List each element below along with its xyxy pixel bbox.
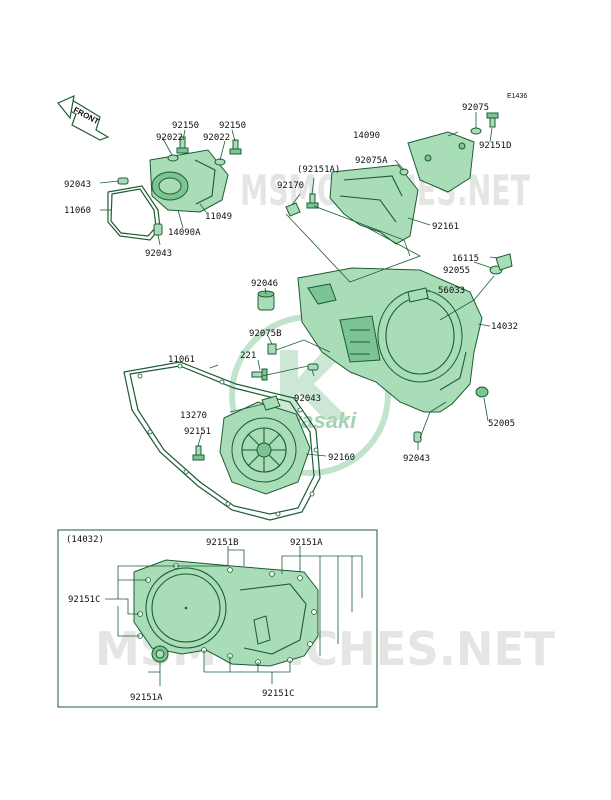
bolt-92151A-upper	[306, 193, 319, 209]
bolt-221	[251, 368, 268, 381]
label-92022-right: 92022	[203, 133, 230, 143]
bolt-92151-lower	[192, 445, 205, 461]
label-92075A: 92075A	[355, 156, 388, 166]
plug-16115	[495, 253, 513, 271]
inset-cover	[133, 559, 319, 667]
leader-lines	[99, 112, 499, 457]
label-14090A: 14090A	[168, 228, 201, 238]
label-92055: 92055	[443, 266, 470, 276]
label-92022-left: 92022	[156, 133, 183, 143]
part-labels: 92150 92150 92022 92022 92043 11060 1104…	[64, 103, 518, 464]
label-14090: 14090	[353, 131, 380, 141]
dowel-92043-d	[413, 431, 422, 443]
cover-14032	[297, 267, 483, 413]
label-11060: 11060	[64, 206, 91, 216]
label-92043-upper: 92043	[64, 180, 91, 190]
label-52005: 52005	[488, 419, 515, 429]
label-92046: 92046	[251, 279, 278, 289]
label-56033	[407, 287, 429, 303]
label-92150-right: 92150	[219, 121, 246, 131]
dowel-92043-c	[307, 363, 319, 371]
plug-13270	[261, 395, 281, 411]
label-92170: 92170	[277, 181, 304, 191]
label-92151: 92151	[184, 427, 211, 437]
label-16115: 16115	[452, 254, 479, 264]
label-92043-lower-left: 92043	[145, 249, 172, 259]
label-11049: 11049	[205, 212, 232, 222]
inset-leaders	[105, 546, 363, 686]
bolt-92150-right	[229, 139, 242, 155]
bolt-92150-left	[176, 136, 189, 154]
cover-14090	[407, 131, 475, 193]
label-92151A-paren: (92151A)	[297, 165, 340, 175]
label-92043-right: 92043	[403, 454, 430, 464]
washer-92075A	[399, 168, 409, 176]
label-92075: 92075	[462, 103, 489, 113]
diagram-code: E1436	[507, 93, 527, 100]
label-11061: 11061	[168, 355, 195, 365]
label-92151D: 92151D	[479, 141, 512, 151]
inset-label-92151C: 92151C	[68, 595, 101, 605]
inset-label-92151C-bottom: 92151C	[262, 689, 295, 699]
dowel-92043-a	[117, 177, 129, 185]
washer-92075	[470, 127, 482, 135]
gasket-11061	[123, 361, 321, 521]
label-92150-left: 92150	[172, 121, 199, 131]
washer-92022-left	[167, 154, 179, 162]
bolt-92151D	[486, 112, 499, 128]
label-92161: 92161	[432, 222, 459, 232]
inset-label-92151B: 92151B	[206, 538, 239, 548]
inset-14032: (14032) 92151	[57, 529, 378, 708]
cover-92160	[219, 401, 311, 495]
washer-92075B	[267, 343, 277, 355]
cover-14090A	[149, 149, 229, 213]
front-arrow: FRONT	[57, 94, 110, 141]
label-56033: 56033	[438, 286, 465, 296]
plug-52005	[475, 386, 489, 398]
label-92160: 92160	[328, 453, 355, 463]
inset-label-92151A: 92151A	[290, 538, 323, 548]
label-13270: 13270	[180, 411, 207, 421]
dowel-92043-b	[153, 223, 163, 236]
inset-title: (14032)	[66, 535, 104, 545]
label-221: 221	[240, 351, 256, 361]
label-14032: 14032	[491, 322, 518, 332]
inset-label-92151A-bottom: 92151A	[130, 693, 163, 703]
plate-92161	[329, 164, 419, 245]
label-92043-mid: 92043	[294, 394, 321, 404]
label-92075B: 92075B	[249, 329, 282, 339]
